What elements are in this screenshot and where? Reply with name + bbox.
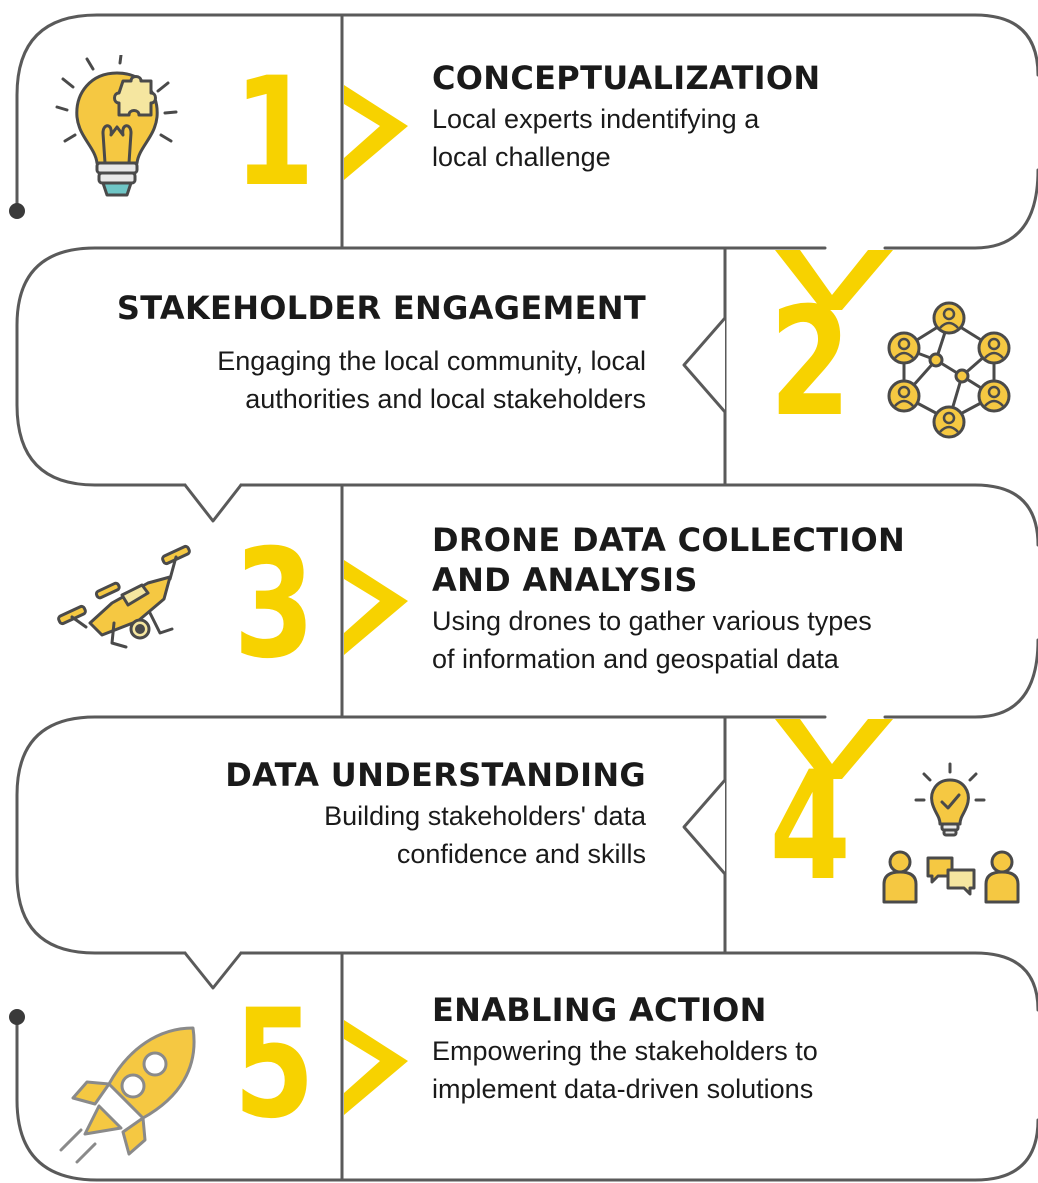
- step-2-number: 2: [769, 276, 851, 450]
- step-1-title: CONCEPTUALIZATION: [432, 59, 821, 97]
- chevron-down-2: [775, 250, 893, 310]
- rocket-icon: [59, 1026, 196, 1164]
- end-dot: [9, 1009, 25, 1025]
- network-people-icon: [887, 301, 1011, 439]
- step-3-number: 3: [233, 518, 315, 692]
- chevron-right-3: [344, 560, 408, 655]
- start-dot: [9, 203, 25, 219]
- drone-icon: [57, 544, 191, 649]
- chevron-right-1: [344, 85, 408, 180]
- lightbulb-puzzle-icon: [55, 55, 178, 197]
- step-4: DATA UNDERSTANDING Building stakeholders…: [225, 755, 646, 873]
- step-5-number: 5: [233, 978, 315, 1152]
- step-1-number: 1: [233, 46, 315, 220]
- step-4-title: DATA UNDERSTANDING: [225, 756, 646, 794]
- step-1: CONCEPTUALIZATION Local experts indentif…: [432, 58, 820, 176]
- step-4-number: 4: [769, 740, 851, 914]
- step-2-title: STAKEHOLDER ENGAGEMENT: [116, 289, 646, 327]
- step-2: STAKEHOLDER ENGAGEMENT Engaging the loca…: [117, 288, 646, 418]
- chevron-right-5: [344, 1020, 408, 1115]
- step-5-title: ENABLING ACTION: [432, 991, 767, 1029]
- people-idea-icon: [882, 762, 1020, 904]
- step-5: ENABLING ACTION Empowering the stakehold…: [432, 990, 818, 1108]
- chevron-down-4: [775, 719, 893, 779]
